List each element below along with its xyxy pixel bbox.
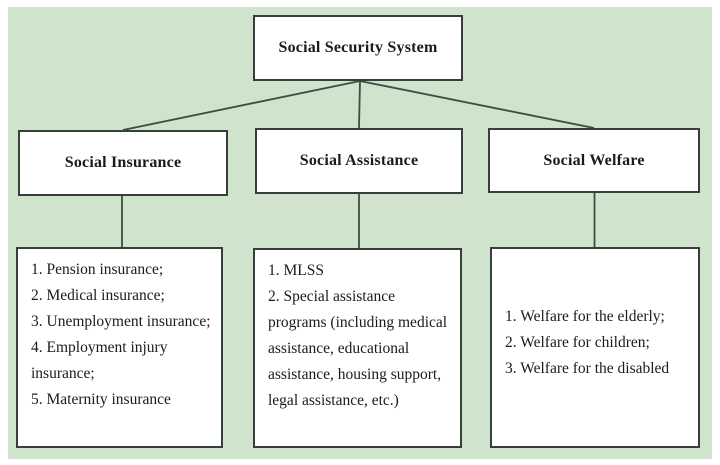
detail-item: 5. Maternity insurance <box>31 391 171 408</box>
detail-item: 2. Welfare for children; <box>505 333 650 351</box>
branch-node-social-insurance: Social Insurance <box>18 130 228 196</box>
detail-item: 3. Unemployment insurance; <box>31 313 211 330</box>
detail-node-social-assistance: 1. MLSS 2. Special assistance programs (… <box>253 248 462 448</box>
branch-label: Social Assistance <box>299 152 419 169</box>
branch-label: Social Insurance <box>64 154 182 171</box>
root-node-label: Social Security System <box>278 39 438 56</box>
root-node-social-security-system: Social Security System <box>253 15 463 81</box>
detail-item: 1. Pension insurance; <box>31 261 164 278</box>
detail-node-social-insurance: 1. Pension insurance; 2. Medical insuran… <box>16 247 223 448</box>
branch-node-social-welfare: Social Welfare <box>488 128 700 193</box>
branch-label: Social Welfare <box>543 151 645 169</box>
detail-item: 2. Special assistance programs (includin… <box>268 288 448 409</box>
detail-item: 4. Employment injury insurance; <box>31 339 168 382</box>
detail-node-social-welfare: 1. Welfare for the elderly; 2. Welfare f… <box>490 247 700 448</box>
detail-item: 1. Welfare for the elderly; <box>505 307 665 325</box>
detail-item: 3. Welfare for the disabled <box>505 359 670 377</box>
branch-node-social-assistance: Social Assistance <box>255 128 463 194</box>
detail-item: 1. MLSS <box>268 262 324 279</box>
detail-item: 2. Medical insurance; <box>31 287 165 304</box>
